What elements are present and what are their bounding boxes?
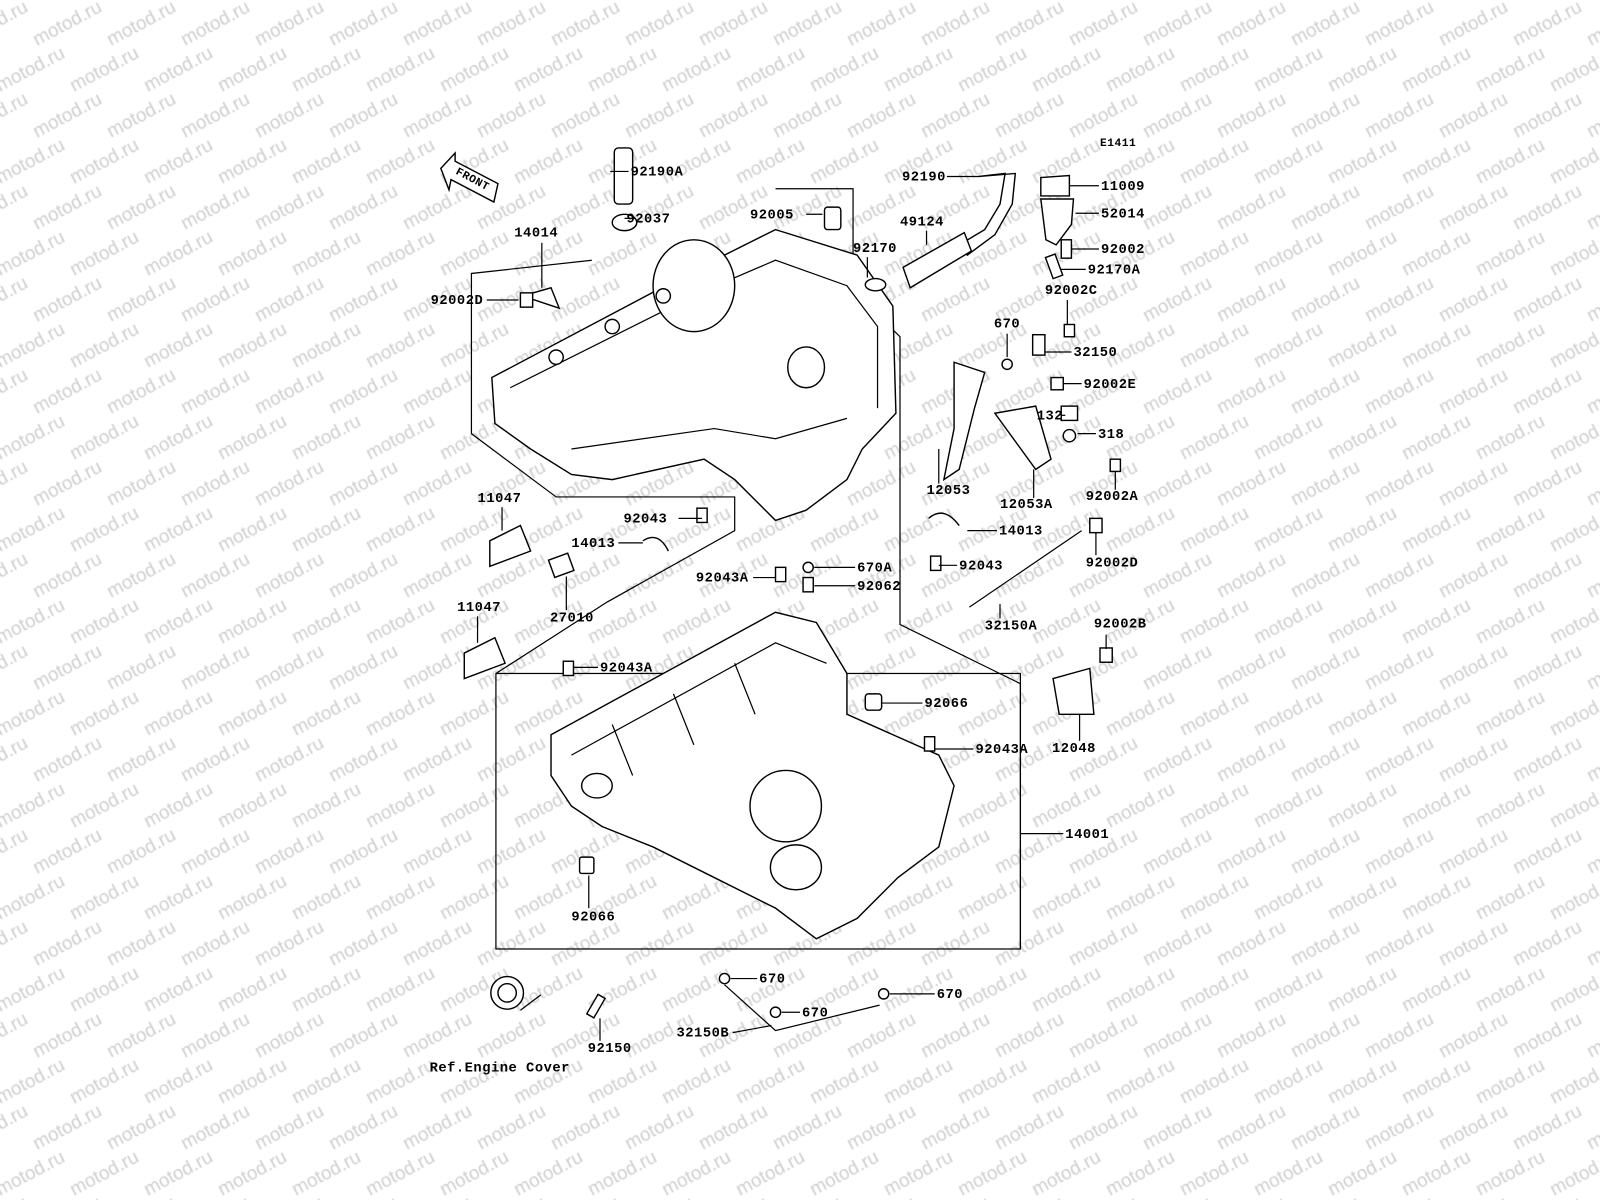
part-number-label: 32150 [1073,346,1117,361]
part-number-label: 92170A [1088,263,1141,278]
part-number-label: 92043A [976,743,1029,758]
part-number-label: 27010 [550,611,594,626]
part-number-label: 92043 [959,559,1003,574]
part-number-label: 12048 [1052,742,1096,757]
part-number-label: 14014 [514,227,558,242]
part-number-label: 92066 [924,697,968,712]
part-number-label: 92066 [571,910,615,925]
part-number-label: 92002 [1101,243,1145,258]
part-number-label: 670 [802,1006,828,1021]
part-number-label: 92190 [902,171,946,186]
part-number-label: 92043A [696,572,749,587]
part-number-label: 12053 [927,484,971,499]
part-number-label: 92037 [627,212,671,227]
part-number-label: 32150B [677,1027,730,1042]
part-number-label: 92062 [857,580,901,595]
part-number-label: 92002C [1045,284,1098,299]
part-number-label: 92170 [853,242,897,257]
part-number-label: 92043 [623,512,667,527]
part-number-label: 11009 [1101,180,1145,195]
part-number-label: 92002D [431,294,484,309]
small-parts [463,147,1122,1032]
part-number-label: 12053A [1000,498,1053,513]
reference-note: Ref.Engine Cover [430,1060,570,1076]
part-number-label: 14013 [999,525,1043,540]
part-number-label: 92043A [600,661,653,676]
part-number-label: 92005 [750,208,794,223]
part-number-label: 52014 [1101,207,1145,222]
diagram-code: E1411 [1100,138,1136,150]
part-number-label: 14001 [1065,828,1109,843]
part-number-label: 92002A [1086,490,1139,505]
part-number-label: 49124 [900,216,944,231]
part-number-label: 92190A [631,166,684,181]
part-number-label: 132 [1037,409,1063,424]
part-number-label: 670 [937,988,963,1003]
reference-leader [520,994,542,1011]
front-arrow-icon: FRONT [439,151,499,204]
part-number-label: 32150A [985,620,1038,635]
part-number-label: 670 [759,973,785,988]
leader-line [732,1024,772,1034]
part-number-label: 11047 [457,601,501,616]
lower-crankcase [550,611,955,940]
part-number-label: 318 [1098,428,1124,443]
part-number-label: 92150 [588,1042,632,1057]
part-number-label: 11047 [478,492,522,507]
part-number-label: 14013 [571,537,615,552]
part-number-label: 92002B [1094,618,1147,633]
part-number-label: 92002E [1084,378,1137,393]
upper-case-group-outline [470,259,736,674]
upper-crankcase [491,228,897,522]
part-number-label: 92002D [1086,556,1139,571]
part-number-label: 670 [994,318,1020,333]
part-number-label: 670A [857,561,892,576]
